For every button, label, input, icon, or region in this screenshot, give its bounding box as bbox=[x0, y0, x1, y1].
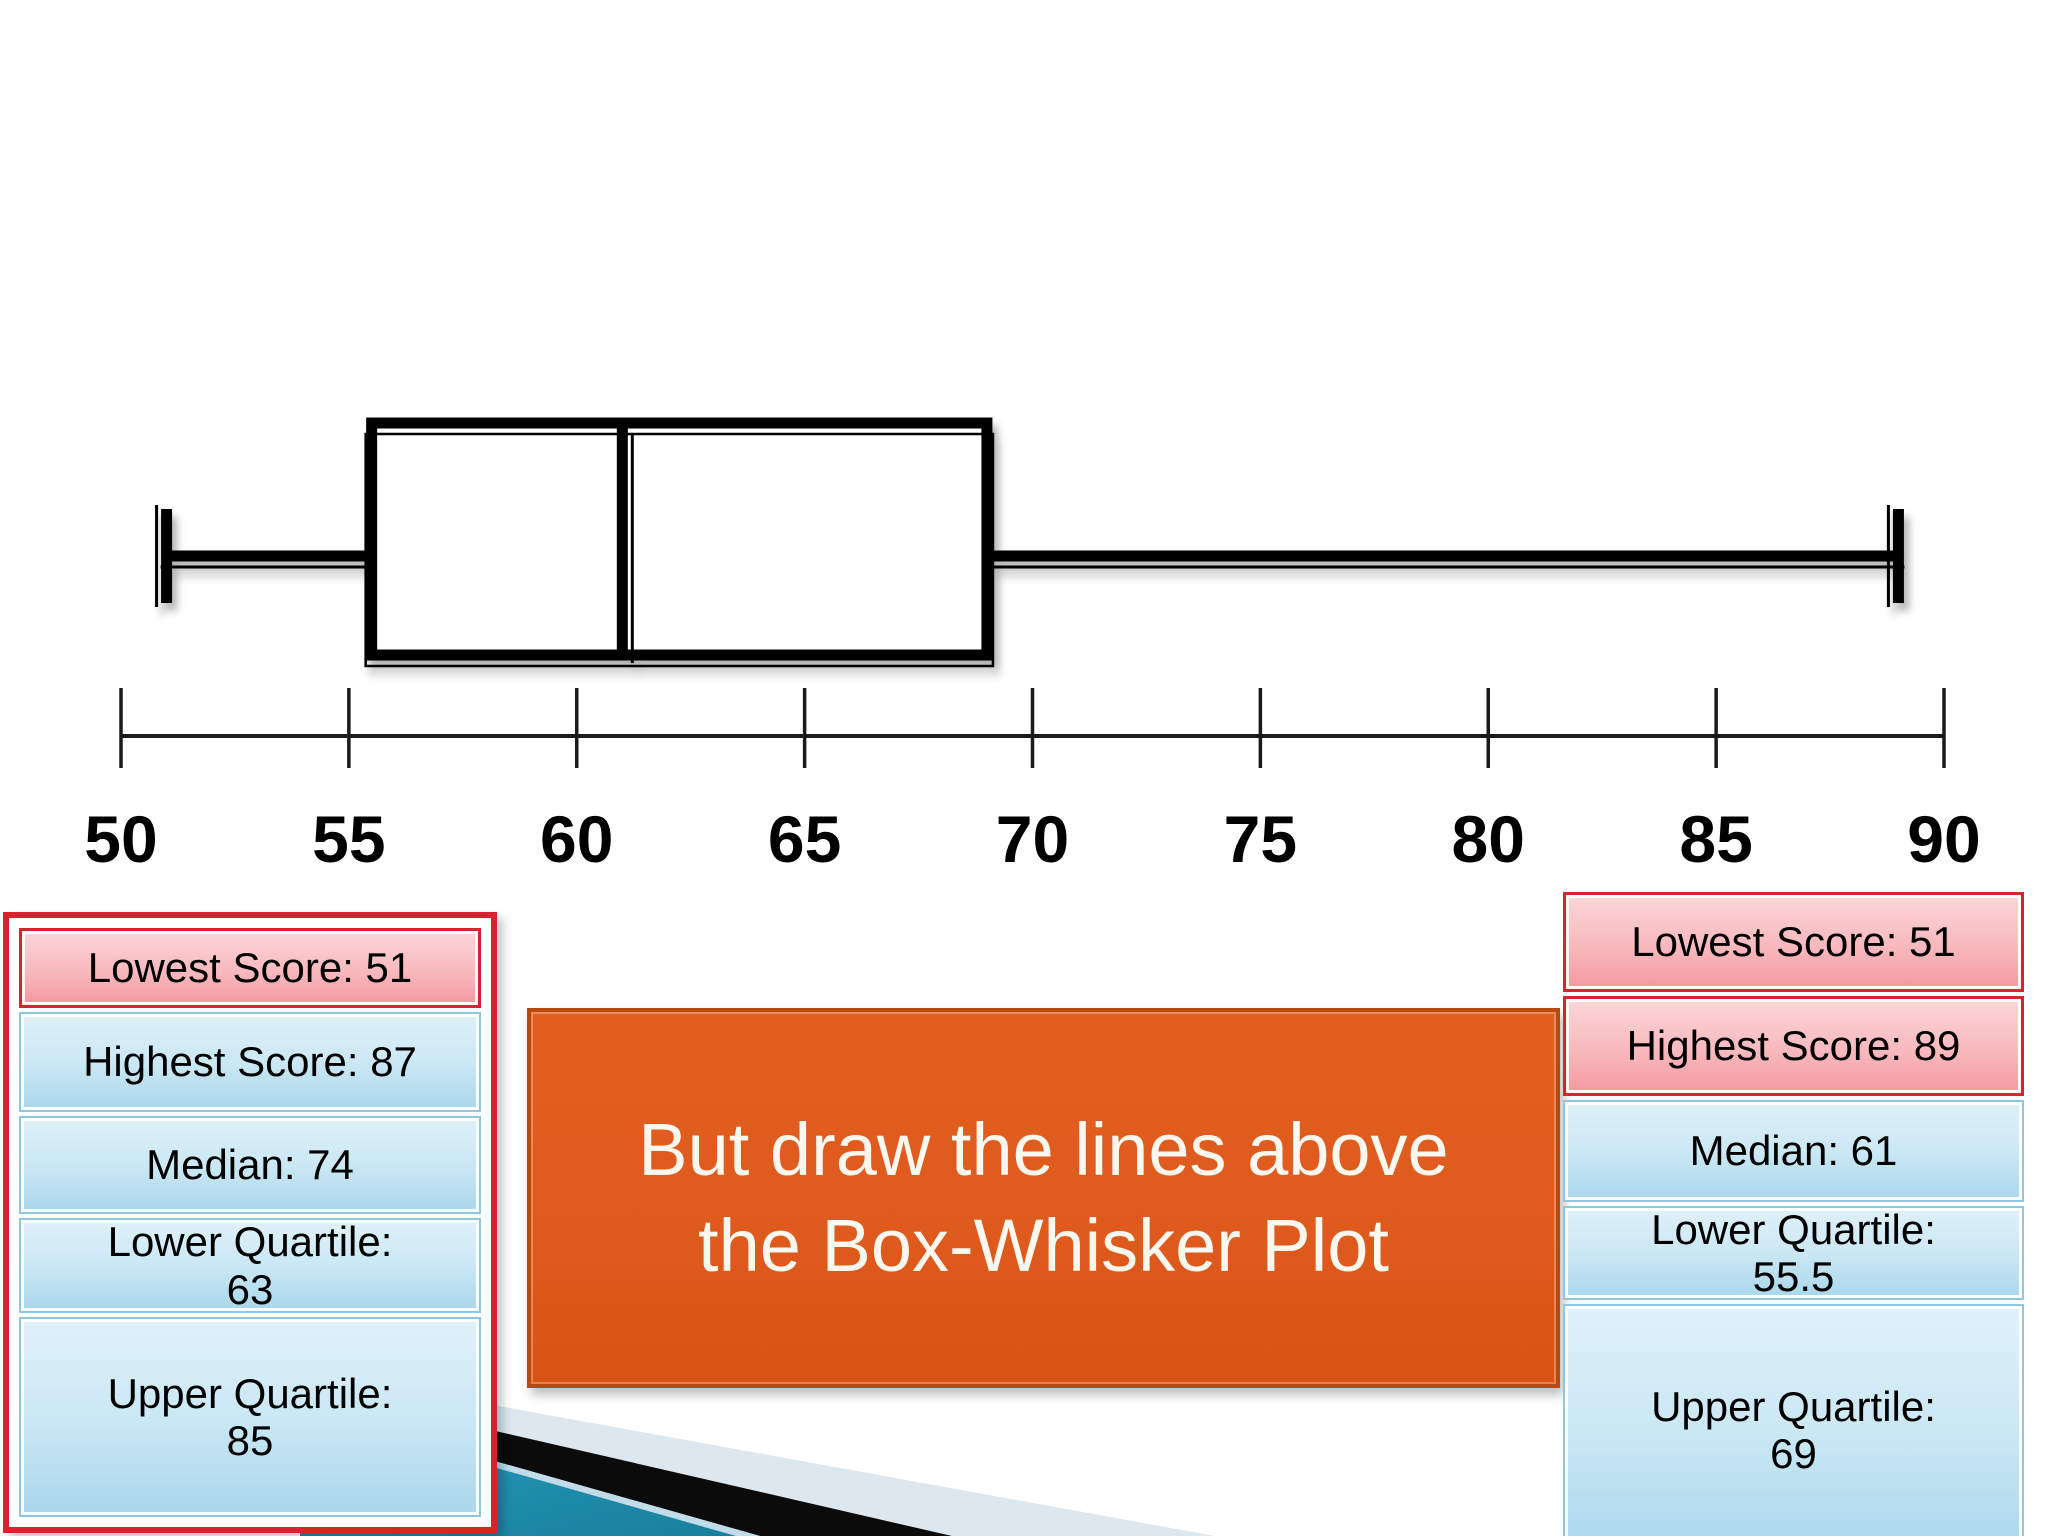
stat-text: Median: 74 bbox=[146, 1141, 354, 1189]
axis-tick-label: 75 bbox=[1224, 802, 1297, 876]
right-stats-panel: Lowest Score: 51 Highest Score: 89 Median:… bbox=[1563, 892, 2024, 1536]
stat-row: Lower Quartile:55.5 bbox=[1563, 1206, 2024, 1300]
iqr-box-thin bbox=[364, 432, 995, 668]
left-stats-panel: Lowest Score: 51 Highest Score: 87 Median:… bbox=[3, 912, 497, 1533]
stat-text: Highest Score: 87 bbox=[83, 1038, 417, 1086]
stat-text: 69 bbox=[1770, 1430, 1817, 1477]
stat-row: Median: 61 bbox=[1563, 1100, 2024, 1202]
iqr-box-fill bbox=[371, 423, 987, 655]
axis-tick-label: 50 bbox=[84, 802, 157, 876]
stat-row: Median: 74 bbox=[19, 1116, 481, 1214]
stat-text: Lowest Score: 51 bbox=[87, 944, 413, 992]
stat-text: Median: 61 bbox=[1689, 1127, 1898, 1175]
axis-tick-label: 90 bbox=[1907, 802, 1980, 876]
stat-row: Lowest Score: 51 bbox=[19, 928, 481, 1008]
axis-tick-label: 85 bbox=[1679, 802, 1752, 876]
stat-row: Upper Quartile:69 bbox=[1563, 1304, 2024, 1536]
stat-text: Upper Quartile: bbox=[107, 1369, 393, 1417]
stat-row: Highest Score: 89 bbox=[1563, 996, 2024, 1096]
stat-text: 63 bbox=[226, 1265, 274, 1313]
callout-box: But draw the lines above the Box-Whisker… bbox=[527, 1008, 1560, 1388]
box-whisker-plot: 50 55 60 65 70 75 80 85 90 bbox=[84, 417, 1981, 876]
boxplot-shapes bbox=[155, 417, 1905, 668]
stat-row: Highest Score: 87 bbox=[19, 1012, 481, 1112]
stat-row: Lowest Score: 51 bbox=[1563, 892, 2024, 992]
axis-tick-label: 80 bbox=[1452, 802, 1525, 876]
axis-tick-label: 70 bbox=[996, 802, 1069, 876]
stat-text: Lower Quartile: bbox=[107, 1218, 393, 1266]
axis-tick-label: 60 bbox=[540, 802, 613, 876]
axis-tick-label: 65 bbox=[768, 802, 841, 876]
stat-text: 85 bbox=[226, 1417, 274, 1464]
callout-line: the Box-Whisker Plot bbox=[698, 1204, 1389, 1287]
stat-text: 55.5 bbox=[1752, 1253, 1835, 1300]
stat-row: Lower Quartile:63 bbox=[19, 1218, 481, 1313]
stat-text: Lower Quartile: bbox=[1651, 1205, 1936, 1253]
iqr-box bbox=[366, 417, 993, 661]
callout-line: But draw the lines above bbox=[638, 1107, 1449, 1191]
stat-text: Lowest Score: 51 bbox=[1631, 918, 1956, 966]
axis-tick-label: 55 bbox=[312, 802, 385, 876]
stat-text: Highest Score: 89 bbox=[1626, 1022, 1961, 1070]
stripe-light bbox=[300, 1370, 1215, 1536]
stat-text: Upper Quartile: bbox=[1651, 1382, 1936, 1430]
number-line: 50 55 60 65 70 75 80 85 90 bbox=[84, 688, 1981, 876]
stat-row: Upper Quartile:85 bbox=[19, 1317, 481, 1517]
